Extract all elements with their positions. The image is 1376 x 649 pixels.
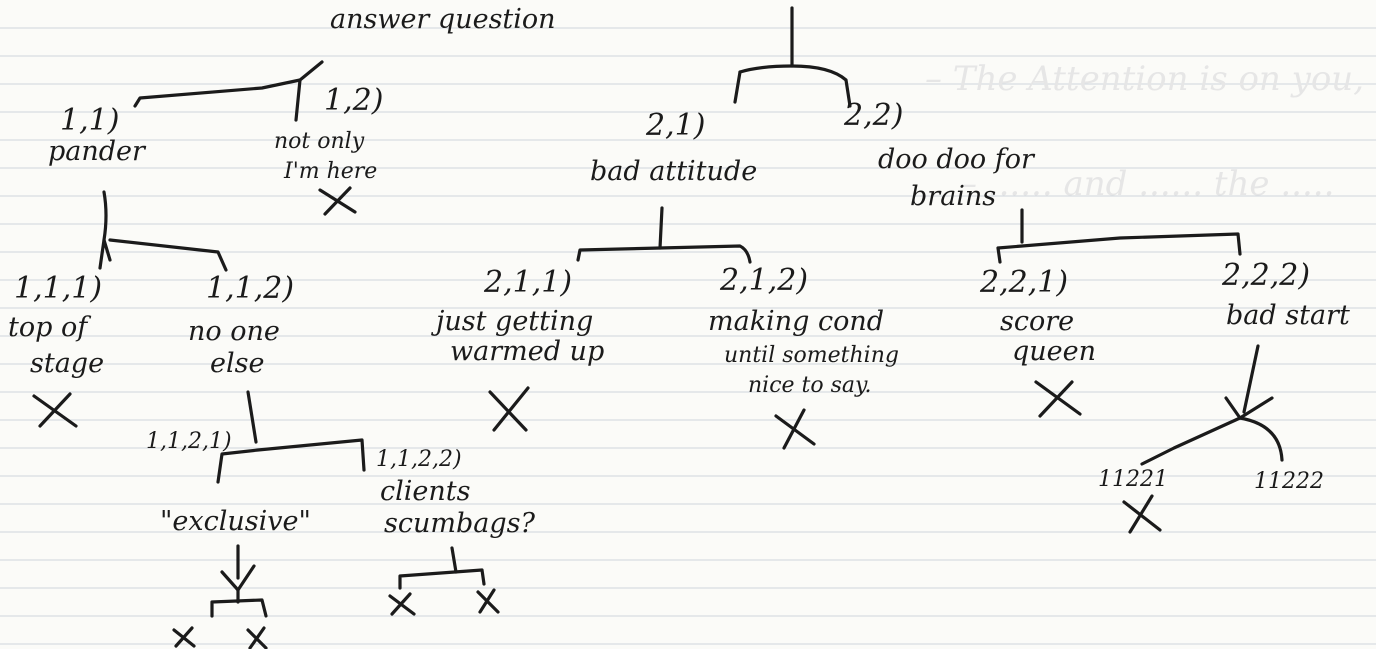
node-1-1-1-label-1: top of: [8, 312, 91, 343]
node-11222-id: 11222: [1254, 469, 1324, 494]
node-1-1-2-1-label: "exclusive": [160, 506, 311, 537]
branch-pander-stem: [102, 190, 112, 262]
node-1-1-2-label-1: no one: [188, 316, 280, 347]
branch-root-2-left: [733, 70, 742, 104]
node-2-2-label-1: doo doo for: [878, 144, 1036, 175]
node-2-1-label: bad attitude: [590, 156, 757, 187]
node-2-2-label-2: brains: [910, 181, 996, 212]
x-mark-11221: [1122, 494, 1162, 534]
branch-bad-start-stem: [1242, 344, 1260, 414]
x-mark-scumbags-right: [476, 588, 500, 614]
node-1-1-2-2-id: 1,1,2,2): [376, 447, 462, 472]
node-1-1-id: 1,1): [60, 103, 119, 138]
node-2-2-2-id: 2,2,2): [1221, 258, 1310, 293]
node-2-1-2-label-1: making cond: [708, 306, 884, 337]
branch-bad-start-arrow: [1224, 396, 1274, 420]
x-mark-top-of-stage: [32, 392, 78, 428]
node-2-2-2-label: bad start: [1226, 300, 1350, 331]
node-1-1-label: pander: [48, 136, 147, 167]
branch-bad-attitude-bar: [576, 244, 752, 264]
node-2-2-id: 2,2): [843, 98, 903, 133]
node-2-1-2-id: 2,1,2): [719, 263, 808, 298]
node-1-1-2-1-id: 1,1,2,1): [146, 429, 232, 454]
root-label-answer-question: answer question: [330, 4, 556, 35]
node-2-2-1-label-1: score: [1000, 306, 1074, 337]
branch-root-1-right: [294, 78, 302, 122]
x-mark-exclusive-right: [246, 626, 268, 649]
bleed-through-line-2: – ...... and ...... the .....: [960, 164, 1334, 204]
ruled-lines: [0, 27, 1376, 645]
branch-no-one-else-bar: [216, 438, 366, 484]
node-2-2-1-label-2: queen: [1012, 336, 1096, 367]
x-mark-score-queen: [1034, 380, 1082, 418]
node-1-1-1-id: 1,1,1): [14, 271, 102, 306]
x-mark-exclusive-left: [172, 626, 196, 648]
node-1-1-2-label-2: else: [210, 348, 264, 379]
x-mark-nice-to-say: [774, 408, 816, 450]
node-1-2-id: 1,2): [324, 83, 383, 118]
branch-scumbags-bar: [398, 568, 486, 590]
node-2-1-2-label-3: nice to say.: [748, 373, 872, 398]
branch-bad-attitude-stem: [658, 206, 664, 250]
x-marks: [32, 186, 1162, 649]
branch-bad-start-left: [1140, 416, 1242, 466]
node-2-1-2-label-2: until something: [724, 343, 899, 368]
branch-root-1-left: [133, 60, 324, 108]
node-1-2-label-2: I'm here: [283, 159, 377, 184]
node-2-2-1-id: 2,2,1): [979, 265, 1068, 300]
node-1-2-label-1: not only: [274, 129, 365, 154]
branch-bad-start-right: [1238, 416, 1284, 462]
node-1-1-2-2-label-1: clients: [380, 476, 470, 507]
x-mark-im-here: [318, 186, 357, 216]
node-2-1-id: 2,1): [645, 108, 705, 143]
bleed-through-line-1: – The Attention is on you, to the goal: [925, 59, 1376, 99]
branch-pander-left: [98, 238, 106, 270]
branch-no-one-else-stem: [246, 390, 258, 444]
node-1-1-2-2-label-2: scumbags?: [384, 508, 535, 539]
node-11221-id: 11221: [1098, 467, 1168, 492]
x-mark-scumbags-left: [388, 592, 416, 616]
branch-doodoo-bar: [996, 232, 1242, 264]
connectors: [98, 6, 1284, 618]
branch-scumbags-stem: [450, 546, 458, 574]
x-mark-warmed-up: [488, 386, 530, 432]
node-1-1-2-id: 1,1,2): [206, 271, 294, 306]
branch-pander-right: [108, 238, 228, 272]
node-1-1-1-label-2: stage: [30, 348, 104, 379]
node-2-1-1-label-2: warmed up: [450, 336, 604, 367]
node-2-1-1-label-1: just getting: [431, 306, 593, 337]
branch-root-2-bar: [738, 64, 852, 108]
node-2-1-1-id: 2,1,1): [483, 265, 572, 300]
